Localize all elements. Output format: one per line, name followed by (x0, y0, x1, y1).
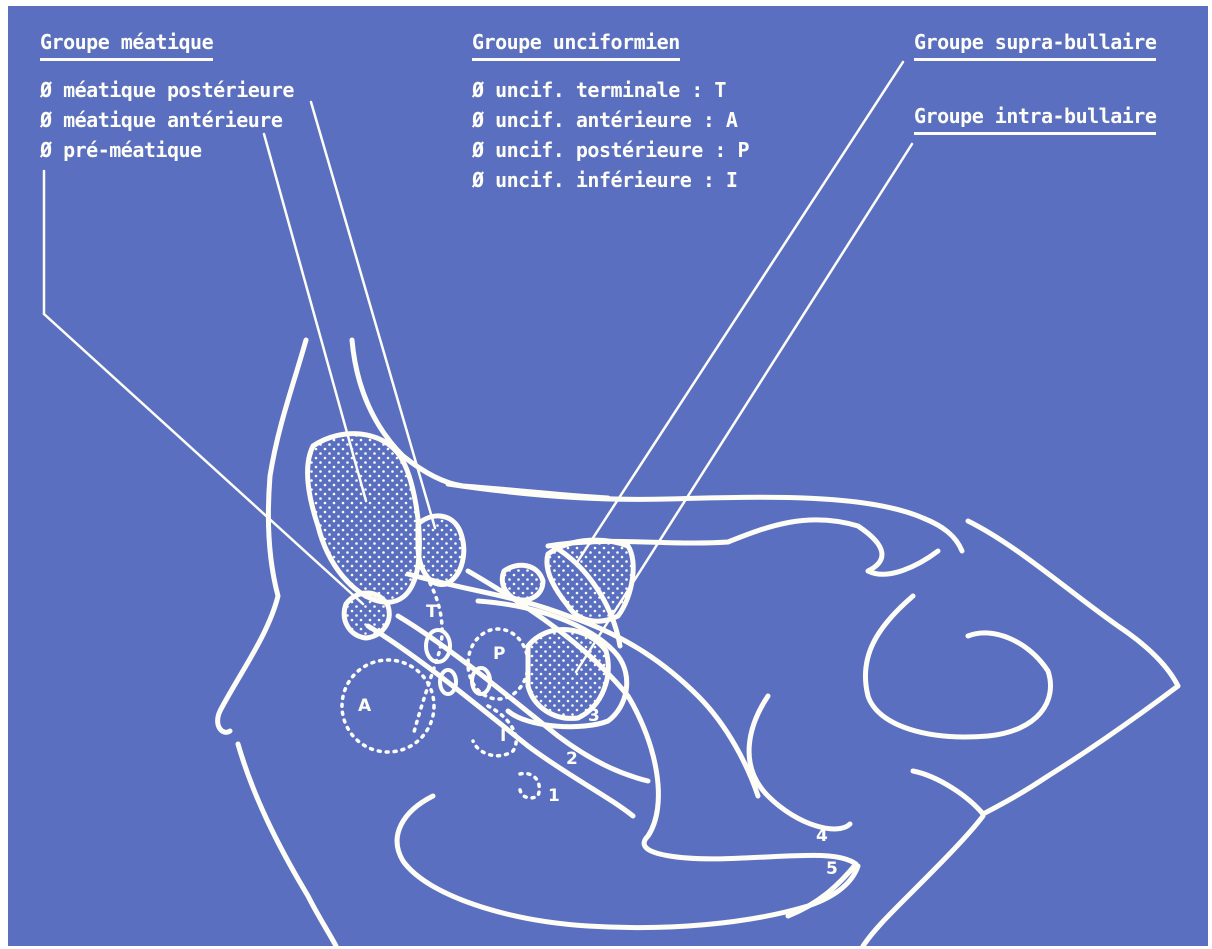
label-3: 3 (588, 708, 600, 725)
header-groupe-supra-bullaire: Groupe supra-bullaire (914, 32, 1156, 61)
unciformien-item-inferieure: Ø uncif. inférieure : I (472, 170, 737, 190)
cell-supra-bullaire (547, 540, 633, 621)
header-groupe-meatique: Groupe méatique (40, 32, 213, 61)
meatique-item-pre-meatique: Ø pré-méatique (40, 140, 202, 160)
label-5: 5 (826, 861, 838, 878)
unciformien-item-terminale: Ø uncif. terminale : T (472, 80, 726, 100)
label-2: 2 (566, 751, 578, 768)
cell-uncif-inferieure-1 (520, 773, 540, 797)
header-groupe-unciformien: Groupe unciformien (472, 32, 680, 61)
label-I: I (500, 728, 506, 745)
label-T: T (426, 604, 438, 621)
label-A: A (358, 698, 371, 715)
unciformien-item-posterieure: Ø uncif. postérieure : P (472, 140, 749, 160)
cartilage-outline (218, 340, 306, 732)
meatique-item-anterieure: Ø méatique antérieure (40, 110, 282, 130)
meatique-item-posterieure: Ø méatique postérieure (40, 80, 294, 100)
meatus-line-2 (398, 616, 648, 781)
lower-left-wall (238, 744, 336, 946)
diagram-contours (218, 340, 1178, 946)
unciformien-item-anterieure: Ø uncif. antérieure : A (472, 110, 737, 130)
diagram-slide: Groupe méatique Ø méatique postérieure Ø… (8, 6, 1208, 946)
label-1: 1 (548, 788, 560, 805)
cell-pre-meatique (344, 593, 389, 638)
inner-hook (865, 596, 1050, 737)
label-P: P (493, 646, 505, 663)
turbinate-4 (749, 696, 850, 829)
label-4: 4 (816, 828, 828, 845)
cell-uncif-small-upper (502, 565, 543, 600)
header-groupe-intra-bullaire: Groupe intra-bullaire (914, 106, 1156, 135)
cell-meatique-anterieure (308, 434, 420, 603)
lower-right-wall (863, 816, 983, 946)
cell-meatique-posterieure (418, 516, 464, 585)
